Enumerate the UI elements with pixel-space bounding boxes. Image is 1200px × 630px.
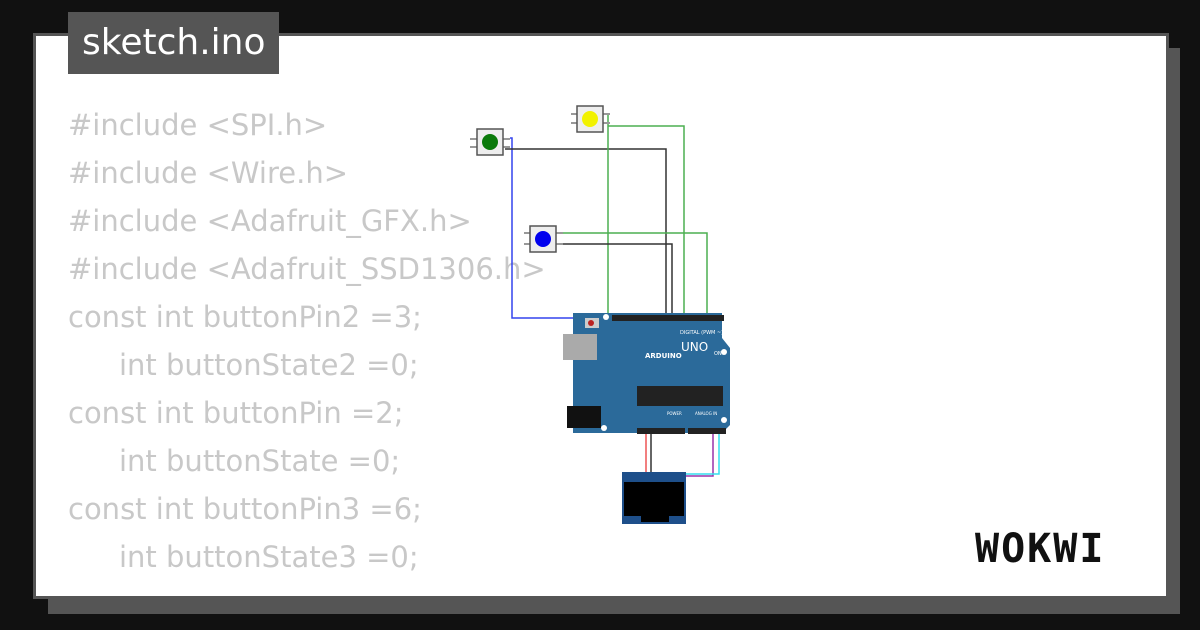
analog-header [688,428,726,434]
code-line: const int buttonPin2 =3; [68,300,422,334]
code-line: int buttonState =0; [119,444,401,478]
pushbutton-green[interactable] [470,128,510,156]
code-line: #include <Adafruit_GFX.h> [68,204,472,238]
pushbutton-blue[interactable] [524,225,563,253]
usb-port [563,334,597,360]
wire-sda [660,430,714,477]
code-line: int buttonState3 =0; [119,540,419,574]
wire-blue-green [560,232,708,318]
wire-blue [510,137,610,319]
wire-vcc [645,429,660,474]
code-line: const int buttonPin =2; [68,396,404,430]
digital-header [612,315,724,321]
code-preview: #include <SPI.h> #include <Wire.h> #incl… [68,101,628,581]
power-header [637,428,685,434]
on-label: ON [714,351,722,357]
pushbutton-yellow[interactable] [571,105,610,133]
brand-label: ARDUINO [645,352,682,360]
oled-display[interactable] [622,472,686,524]
code-line: int buttonState2 =0; [119,348,419,382]
digital-label: DIGITAL (PWM ~) [680,330,723,336]
power-label: POWER [667,411,682,416]
wire-scl [664,430,720,475]
wire-yellow-green-2 [608,125,685,318]
atmega-chip [637,386,723,406]
model-label: UNO [681,340,708,354]
code-line: #include <Wire.h> [68,156,349,190]
code-line: #include <Adafruit_SSD1306.h> [68,252,546,286]
power-jack [567,406,601,428]
code-line: const int buttonPin3 =6; [68,492,422,526]
arduino-uno-board[interactable]: DIGITAL (PWM ~) ARDUINO UNO ON POWER ANA… [563,313,730,434]
code-line: #include <SPI.h> [68,108,328,142]
wokwi-logo: WOKWI [975,526,1106,572]
analog-label: ANALOG IN [695,411,717,416]
sketch-title: sketch.ino [68,12,280,74]
